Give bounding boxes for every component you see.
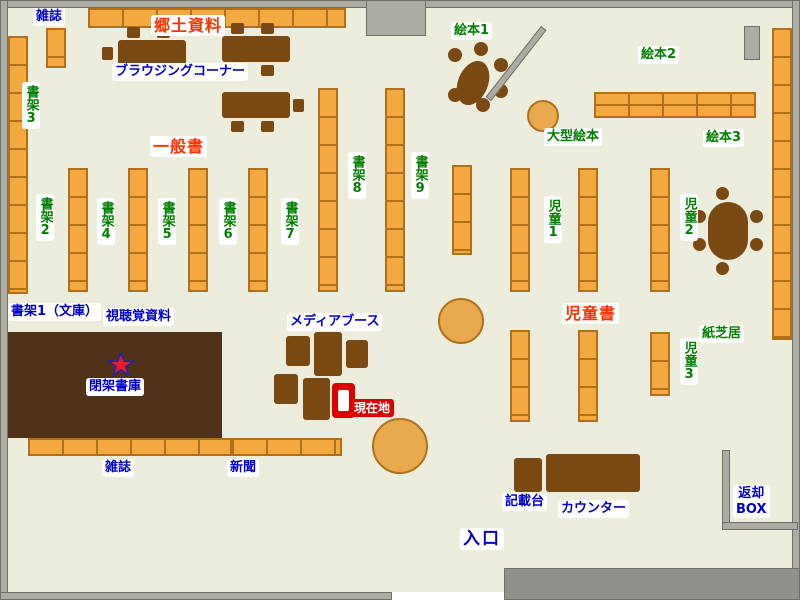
chair — [261, 121, 274, 132]
media-booth-unit — [274, 374, 298, 404]
shelf-8 — [318, 88, 338, 292]
shelf-children-upper-1 — [510, 168, 530, 292]
label-shelf-7: 書架7 — [281, 198, 299, 245]
label-shelf-6: 書架6 — [219, 198, 237, 245]
label-children-2: 児童2 — [680, 194, 698, 241]
chair — [293, 99, 304, 112]
label-magazines-bottom: 雑誌 — [102, 459, 135, 477]
label-kamishibai: 紙芝居 — [699, 325, 745, 343]
shelf-center-small — [452, 165, 472, 255]
label-newspapers: 新聞 — [227, 459, 260, 477]
stool — [494, 58, 508, 72]
shelf-4 — [68, 168, 88, 292]
shelf-magazines-top — [46, 28, 66, 68]
children-table — [708, 202, 748, 260]
current-location-booth — [332, 383, 355, 418]
label-general-books: 一般書 — [150, 136, 208, 158]
media-booth-unit — [314, 332, 342, 376]
chair — [102, 47, 113, 60]
chair — [231, 121, 244, 132]
browsing-table-2 — [222, 36, 290, 62]
stool — [448, 88, 462, 102]
chair — [261, 23, 274, 34]
shelf-5 — [128, 168, 148, 292]
current-location-badge: 現在地 — [350, 399, 395, 418]
label-shelf-3: 書架3 — [22, 82, 40, 129]
browsing-table-3 — [222, 92, 290, 118]
shelf-7 — [248, 168, 268, 292]
label-picture-books-1: 絵本1 — [451, 22, 493, 40]
writing-stand-desk — [514, 458, 542, 492]
shelf-children-lower-3 — [650, 332, 670, 396]
wall-right — [792, 0, 800, 600]
media-booth-unit — [346, 340, 368, 368]
label-magazines-top: 雑誌 — [33, 8, 66, 26]
stool — [750, 210, 763, 223]
shelf-topright-row2 — [594, 104, 756, 118]
star-icon — [108, 352, 134, 377]
chair — [261, 65, 274, 76]
label-shelf-2: 書架2 — [36, 194, 54, 241]
counter-desk — [546, 454, 640, 492]
stool — [716, 187, 729, 200]
shelf-magazines-bottom — [28, 438, 232, 456]
label-closed-stacks: 閉架書庫 — [86, 378, 145, 396]
shelf-children-upper-2 — [578, 168, 598, 292]
label-audio-visual: 視聴覚資料 — [103, 308, 175, 326]
return-box-wall-horizontal — [722, 522, 798, 530]
shelf-right-wall — [772, 28, 792, 340]
label-media-booth: メディアブース — [287, 313, 383, 331]
label-large-picture-books: 大型絵本 — [544, 128, 603, 146]
browsing-table-1 — [118, 40, 186, 66]
shelf-children-upper-3 — [650, 168, 670, 292]
label-return-box: 返却 BOX — [733, 485, 770, 519]
shelf-children-lower-2 — [578, 330, 598, 422]
large-picture-book-table — [527, 100, 559, 132]
label-picture-books-3: 絵本3 — [703, 129, 745, 147]
chair — [127, 27, 140, 38]
wall-bottom-thick — [504, 568, 800, 600]
stool — [474, 42, 488, 56]
stool — [448, 48, 462, 62]
stool — [693, 238, 706, 251]
label-children-books: 児童書 — [562, 303, 620, 325]
label-children-1: 児童1 — [544, 196, 562, 243]
wall-bottom-left — [0, 592, 392, 600]
label-counter: カウンター — [558, 500, 630, 518]
label-shelf-8: 書架8 — [348, 152, 366, 199]
entrance-opening — [392, 592, 504, 600]
label-children-3: 児童3 — [680, 338, 698, 385]
pillar-top-right — [744, 26, 760, 60]
chair — [231, 23, 244, 34]
label-shelf-9: 書架9 — [411, 152, 429, 199]
label-writing-stand: 記載台 — [502, 493, 548, 511]
pillar-top-center — [366, 0, 426, 36]
stool — [750, 238, 763, 251]
wall-left — [0, 0, 8, 600]
round-bench-entrance — [372, 418, 428, 474]
media-booth-unit — [303, 378, 330, 420]
shelf-newspapers — [232, 438, 342, 456]
stool — [716, 262, 729, 275]
label-picture-books-2: 絵本2 — [638, 46, 680, 64]
label-shelf-4: 書架4 — [97, 198, 115, 245]
media-booth-unit — [286, 336, 310, 366]
round-table-center — [438, 298, 484, 344]
label-entrance: 入口 — [460, 528, 504, 551]
label-browsing-corner: ブラウジングコーナー — [112, 63, 249, 81]
shelf-6 — [188, 168, 208, 292]
stool — [476, 98, 490, 112]
label-local-materials: 郷土資料 — [151, 15, 226, 37]
shelf-children-lower-1 — [510, 330, 530, 422]
label-shelf-1-bunko: 書架1（文庫） — [8, 303, 102, 321]
label-shelf-5: 書架5 — [158, 198, 176, 245]
return-box-wall-vertical — [722, 450, 730, 530]
shelf-9 — [385, 88, 405, 292]
shelf-left-wall-2-3 — [8, 36, 28, 294]
